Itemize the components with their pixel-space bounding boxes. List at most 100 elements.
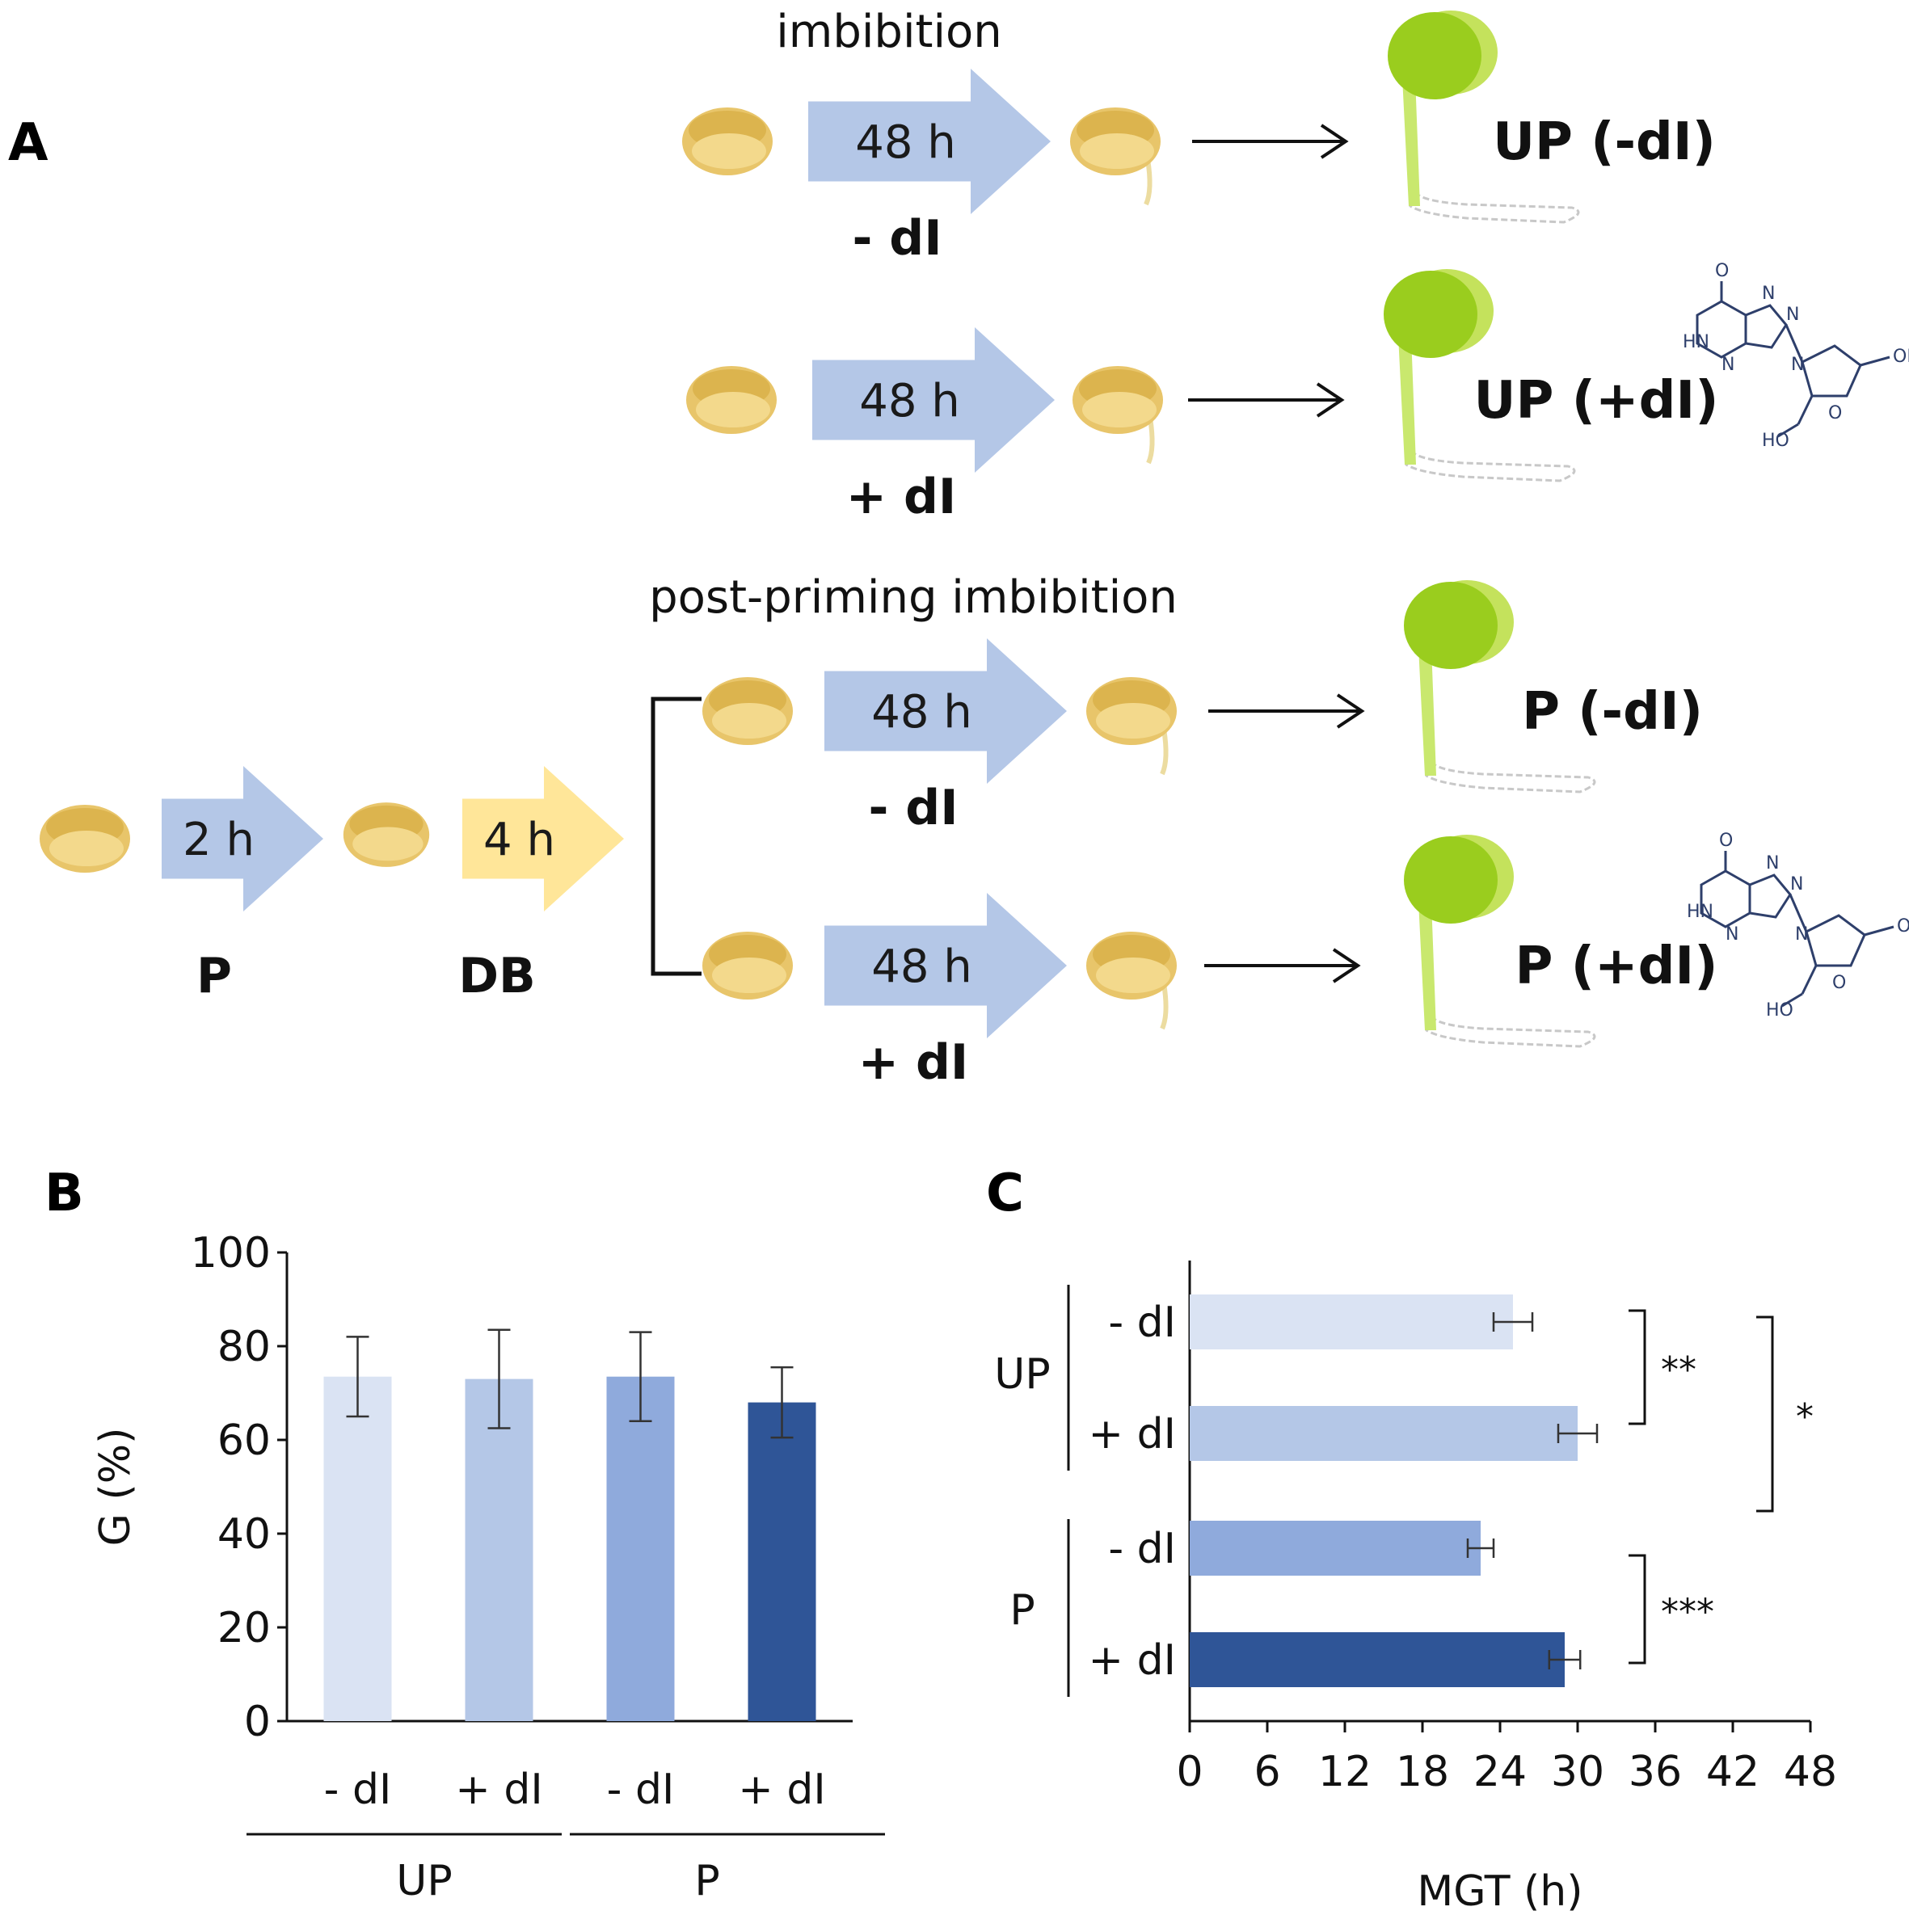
significance-bracket: **	[1629, 1309, 1696, 1425]
molecule-atom-label: HN	[1683, 332, 1709, 352]
bar	[1190, 1294, 1513, 1349]
y-tick-label: 40	[217, 1510, 271, 1559]
x-tick-label: 42	[1706, 1748, 1759, 1796]
x-tick-label: 0	[1176, 1748, 1203, 1796]
y-category-label: + dI	[1089, 1636, 1176, 1685]
imbibition-arrow-3: 48 h	[824, 638, 1067, 784]
y-tick-label: 0	[244, 1698, 271, 1746]
error-bar	[1548, 1650, 1582, 1669]
germinating-seed-icon	[1072, 366, 1163, 463]
treatment-label: - dI	[868, 780, 958, 836]
priming-arrow-shape	[162, 766, 323, 911]
imbibition-arrow-2-label: 48 h	[859, 375, 960, 427]
y-category-label: + dI	[1089, 1410, 1176, 1458]
y-axis-title: G (%)	[91, 1428, 140, 1547]
error-bar	[770, 1366, 794, 1439]
molecule-atom-label: N	[1721, 355, 1734, 375]
error-bar	[487, 1328, 511, 1429]
germinating-seed-icon	[1086, 932, 1177, 1029]
significance-bracket: *	[1756, 1315, 1814, 1513]
x-tick-label: 30	[1551, 1748, 1604, 1796]
molecule-atom-label: OH	[1893, 347, 1909, 367]
y-category-label: - dI	[1108, 1299, 1176, 1347]
treatment-label: + dI	[846, 469, 956, 525]
imbibition-arrow-2: 48 h	[812, 327, 1055, 473]
primed-seed-icon	[343, 802, 430, 867]
panel-a-letter: A	[8, 113, 48, 173]
imbibition-arrow-4-shape	[824, 893, 1067, 1038]
imbibition-arrow-1-label: 48 h	[855, 116, 956, 169]
outcome-arrow-1	[1192, 124, 1349, 159]
imbibition-arrow-4-label: 48 h	[871, 941, 972, 993]
imbibition-arrow-1-shape	[808, 69, 1051, 214]
bar	[465, 1378, 533, 1721]
drying-arrow-label: 4 h	[483, 814, 555, 866]
imbibition-arrow-2-shape	[812, 327, 1055, 473]
germinating-seed-icon	[1070, 107, 1161, 204]
seed-icon	[682, 107, 773, 175]
deoxyinosine-structure-icon: ONNHNNNOOHHO	[1687, 831, 1909, 1021]
molecule-atom-label: N	[1795, 924, 1808, 945]
molecule-atom-label: N	[1726, 924, 1738, 945]
bar	[1190, 1632, 1565, 1687]
outcome-label: P (+dI)	[1515, 937, 1718, 996]
x-axis-title: MGT (h)	[1417, 1867, 1582, 1916]
seed-icon	[40, 805, 130, 873]
post-priming-imbibition-title: post-priming imbibition	[649, 571, 1178, 624]
error-bar	[1466, 1538, 1495, 1558]
priming-arrow: 2 h	[162, 766, 323, 911]
panel-b-letter: B	[44, 1164, 84, 1223]
panel-c-letter: C	[986, 1164, 1024, 1223]
x-category-label: - dI	[607, 1766, 675, 1814]
x-tick-label: 6	[1254, 1748, 1280, 1796]
outcome-label: UP (+dI)	[1474, 371, 1719, 431]
seed-icon	[702, 932, 793, 1000]
priming-label: P	[196, 948, 232, 1004]
molecule-atom-label: O	[1832, 973, 1846, 993]
molecule-atom-label: OH	[1897, 916, 1909, 937]
drying-arrow-shape	[462, 766, 624, 911]
group-label: UP	[994, 1350, 1050, 1399]
treatment-label: + dI	[858, 1034, 968, 1091]
x-tick-label: 24	[1473, 1748, 1527, 1796]
molecule-atom-label: N	[1762, 284, 1775, 304]
x-category-label: + dI	[738, 1766, 825, 1814]
y-tick-label: 100	[191, 1229, 271, 1277]
y-tick-label: 20	[217, 1604, 271, 1652]
priming-arrow-label: 2 h	[183, 814, 255, 866]
seed-icon	[686, 366, 777, 434]
group-label: UP	[396, 1857, 452, 1905]
molecule-atom-label: N	[1791, 355, 1804, 375]
seed-icon	[702, 677, 793, 745]
significance-bracket: ***	[1629, 1554, 1714, 1665]
error-bar	[1492, 1312, 1534, 1332]
group-label: P	[1009, 1586, 1035, 1635]
y-tick-label: 60	[217, 1416, 271, 1465]
significance-label: ***	[1661, 1592, 1714, 1633]
molecule-atom-label: HO	[1762, 431, 1789, 451]
error-bar	[629, 1331, 652, 1423]
bar	[748, 1402, 816, 1721]
outcome-arrow-3	[1208, 693, 1365, 729]
outcome-label: P (-dI)	[1522, 682, 1703, 742]
outcome-arrow-4	[1204, 948, 1361, 983]
group-label: P	[694, 1857, 719, 1905]
x-tick-label: 48	[1784, 1748, 1837, 1796]
molecule-atom-label: HN	[1687, 902, 1713, 922]
y-tick-label: 80	[217, 1323, 271, 1371]
error-bar	[346, 1336, 369, 1418]
imbibition-arrow-1: 48 h	[808, 69, 1051, 214]
germinating-seed-icon	[1086, 677, 1177, 774]
molecule-atom-label: O	[1828, 403, 1842, 423]
drying-arrow: 4 h	[462, 766, 624, 911]
y-category-label: - dI	[1108, 1525, 1176, 1573]
error-bar	[1557, 1424, 1599, 1443]
treatment-label: - dI	[852, 210, 942, 267]
bar	[1190, 1521, 1481, 1576]
bar	[323, 1376, 392, 1721]
dry-back-label: DB	[458, 948, 536, 1004]
imbibition-arrow-3-label: 48 h	[871, 686, 972, 739]
